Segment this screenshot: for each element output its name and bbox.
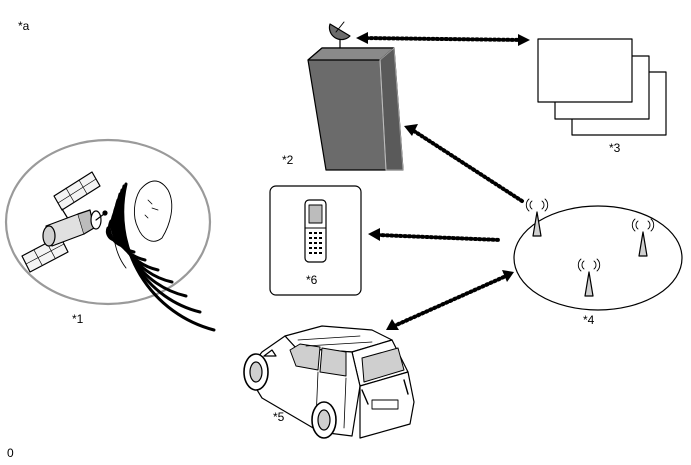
connection-arrows (356, 32, 530, 330)
document-stack-icon (537, 38, 667, 136)
network-area (513, 198, 683, 311)
arrow-head (518, 34, 530, 46)
arrow-head (386, 319, 399, 330)
label-vehicle: *5 (273, 410, 285, 424)
wheel (249, 361, 263, 383)
label-phone: *6 (306, 273, 318, 287)
figure-code: 0 (7, 446, 14, 460)
label-servers: *3 (609, 141, 621, 155)
label-network: *4 (583, 313, 595, 327)
satellite-icon (21, 171, 108, 273)
arrow-head (368, 228, 380, 241)
signal-waves (105, 182, 216, 332)
antenna-icon (631, 218, 655, 257)
arrow-head (502, 270, 514, 282)
mobile-phone-icon (304, 199, 327, 263)
antenna-icon (525, 198, 549, 237)
arrow-head (404, 124, 418, 136)
antenna-icon (577, 258, 601, 297)
arrow-head (356, 32, 368, 44)
arrow-tower-servers (360, 36, 526, 42)
wheel (317, 409, 331, 431)
phone-box (269, 185, 362, 296)
building-icon (307, 47, 404, 171)
orbit-ring (4, 138, 212, 306)
label-tower: *2 (282, 153, 294, 167)
arrow-network-tower (412, 129, 524, 203)
satellite-group (4, 138, 216, 332)
label-satellite: *1 (72, 312, 84, 326)
arrow-network-vehicle (392, 274, 508, 328)
figure-tag: *a (18, 19, 30, 33)
arrow-network-phone (376, 233, 502, 242)
vehicle-icon (243, 325, 415, 439)
satellite-dish-icon (328, 21, 351, 49)
